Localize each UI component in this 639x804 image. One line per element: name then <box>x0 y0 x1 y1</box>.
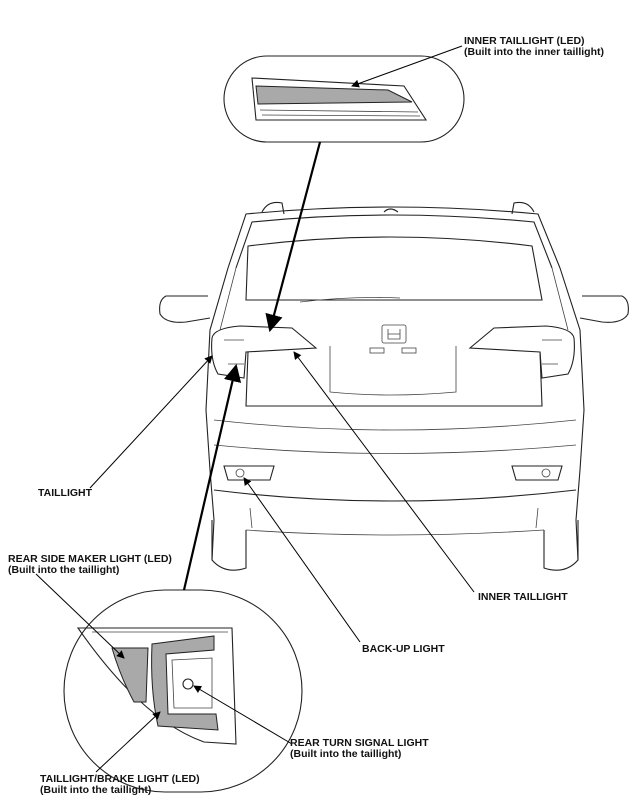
inset-frame-top <box>223 55 465 143</box>
label-taillight: TAILLIGHT <box>38 487 93 499</box>
label-taillight-brake-sub: (Built into the taillight) <box>40 784 151 796</box>
inner-taillight-inset <box>223 55 465 143</box>
label-rear-turn-signal: REAR TURN SIGNAL LIGHT <box>290 737 429 749</box>
label-rear-turn-signal-sub: (Built into the taillight) <box>290 748 401 760</box>
inset-frame-bottom <box>63 589 303 793</box>
label-inner-taillight-led: INNER TAILLIGHT (LED) <box>464 35 585 47</box>
label-rear-side-marker: REAR SIDE MAKER LIGHT (LED) <box>8 553 172 565</box>
rear-side-marker-highlight <box>111 647 149 703</box>
labels: INNER TAILLIGHT (LED) (Built into the in… <box>8 35 604 796</box>
vehicle-rear-view <box>159 201 629 571</box>
inner-taillight-led-highlight <box>255 85 413 105</box>
label-rear-side-marker-sub: (Built into the taillight) <box>8 564 119 576</box>
label-inner-taillight: INNER TAILLIGHT <box>478 591 568 603</box>
leader-lines <box>35 45 475 773</box>
label-back-up-light: BACK-UP LIGHT <box>362 643 445 655</box>
taillight-inset <box>63 589 303 793</box>
label-inner-taillight-led-sub: (Built into the inner taillight) <box>464 46 604 58</box>
taillight-brake-highlight <box>151 635 219 731</box>
rear-turn-signal-bulb <box>182 678 194 690</box>
label-taillight-brake: TAILLIGHT/BRAKE LIGHT (LED) <box>40 773 200 785</box>
